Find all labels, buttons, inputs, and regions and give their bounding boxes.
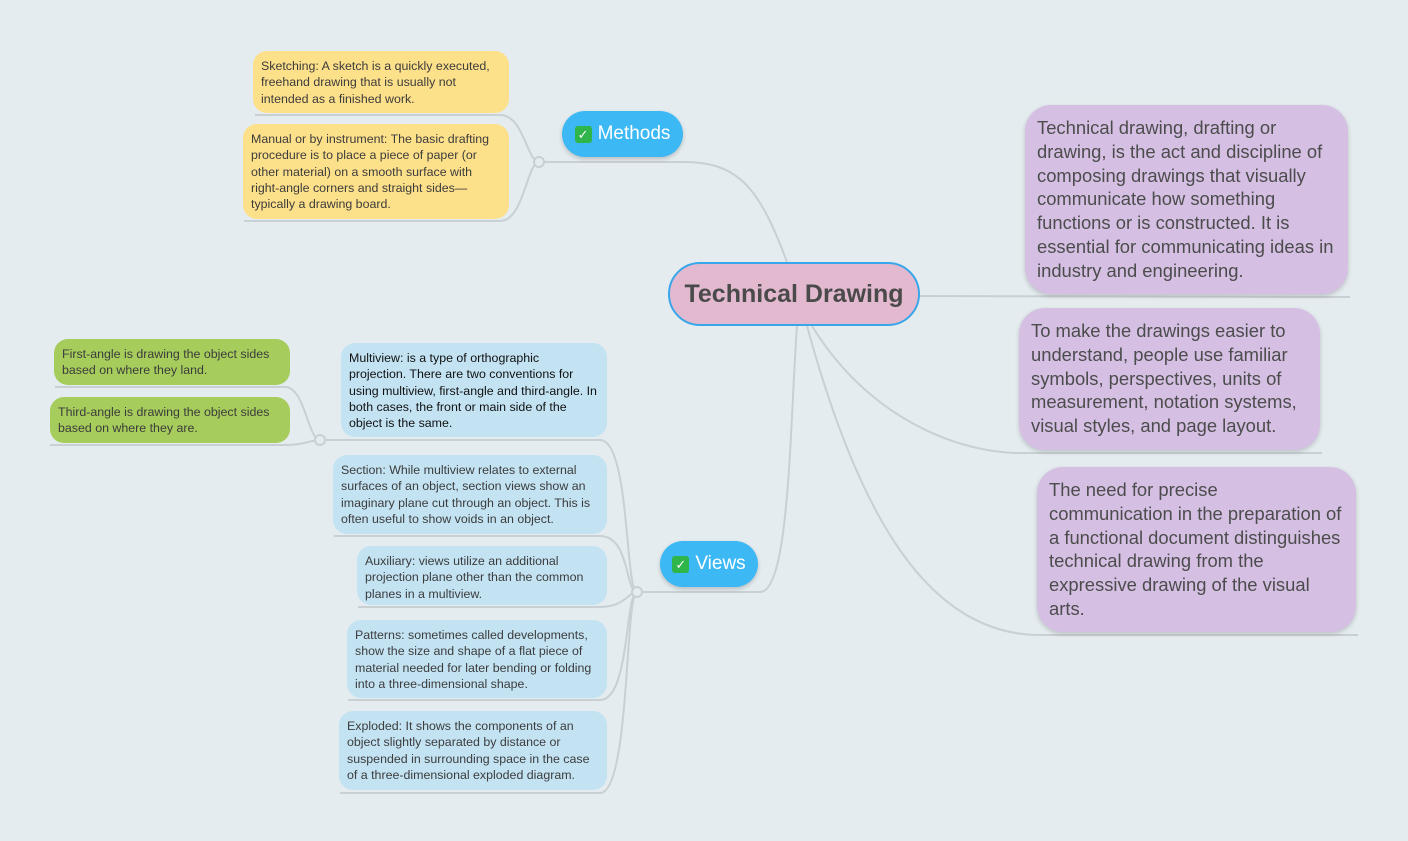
root-topic[interactable]: Technical Drawing bbox=[668, 262, 920, 326]
views-item-patterns[interactable]: Patterns: sometimes called developments,… bbox=[347, 620, 607, 698]
methods-item-manual[interactable]: Manual or by instrument: The basic draft… bbox=[243, 124, 509, 219]
methods-topic[interactable]: ✓ Methods bbox=[562, 111, 683, 157]
description-definition[interactable]: Technical drawing, drafting or drawing, … bbox=[1025, 105, 1348, 294]
methods-item-sketching[interactable]: Sketching: A sketch is a quickly execute… bbox=[253, 51, 509, 113]
root-title: Technical Drawing bbox=[684, 279, 904, 308]
views-item-multiview[interactable]: Multiview: is a type of orthographic pro… bbox=[341, 343, 607, 437]
description-purpose[interactable]: The need for precise communication in th… bbox=[1037, 467, 1356, 632]
views-item-section[interactable]: Section: While multiview relates to exte… bbox=[333, 455, 607, 534]
views-item-text: Multiview: is a type of orthographic pro… bbox=[349, 351, 597, 431]
methods-item-text: Sketching: A sketch is a quickly execute… bbox=[261, 59, 490, 106]
views-label: Views bbox=[695, 553, 746, 574]
methods-item-text: Manual or by instrument: The basic draft… bbox=[251, 132, 490, 212]
checkbox-icon: ✓ bbox=[672, 555, 690, 573]
description-text: Technical drawing, drafting or drawing, … bbox=[1037, 117, 1334, 281]
description-text: The need for precise communication in th… bbox=[1049, 479, 1342, 619]
description-conventions[interactable]: To make the drawings easier to understan… bbox=[1019, 308, 1320, 450]
views-topic[interactable]: ✓ Views bbox=[660, 541, 758, 587]
multiview-item-first-angle[interactable]: First-angle is drawing the object sides … bbox=[54, 339, 290, 385]
checkbox-icon: ✓ bbox=[574, 125, 592, 143]
description-text: To make the drawings easier to understan… bbox=[1031, 320, 1297, 437]
methods-label: Methods bbox=[597, 123, 671, 144]
multiview-item-third-angle[interactable]: Third-angle is drawing the object sides … bbox=[50, 397, 290, 443]
views-item-text: Patterns: sometimes called developments,… bbox=[355, 628, 592, 691]
views-item-auxiliary[interactable]: Auxiliary: views utilize an additional p… bbox=[357, 546, 607, 605]
views-item-text: Section: While multiview relates to exte… bbox=[341, 463, 591, 526]
views-item-text: Exploded: It shows the components of an … bbox=[347, 719, 590, 782]
views-item-text: Auxiliary: views utilize an additional p… bbox=[365, 554, 584, 601]
views-item-exploded[interactable]: Exploded: It shows the components of an … bbox=[339, 711, 607, 790]
multiview-item-text: Third-angle is drawing the object sides … bbox=[58, 405, 270, 436]
multiview-item-text: First-angle is drawing the object sides … bbox=[62, 347, 270, 378]
